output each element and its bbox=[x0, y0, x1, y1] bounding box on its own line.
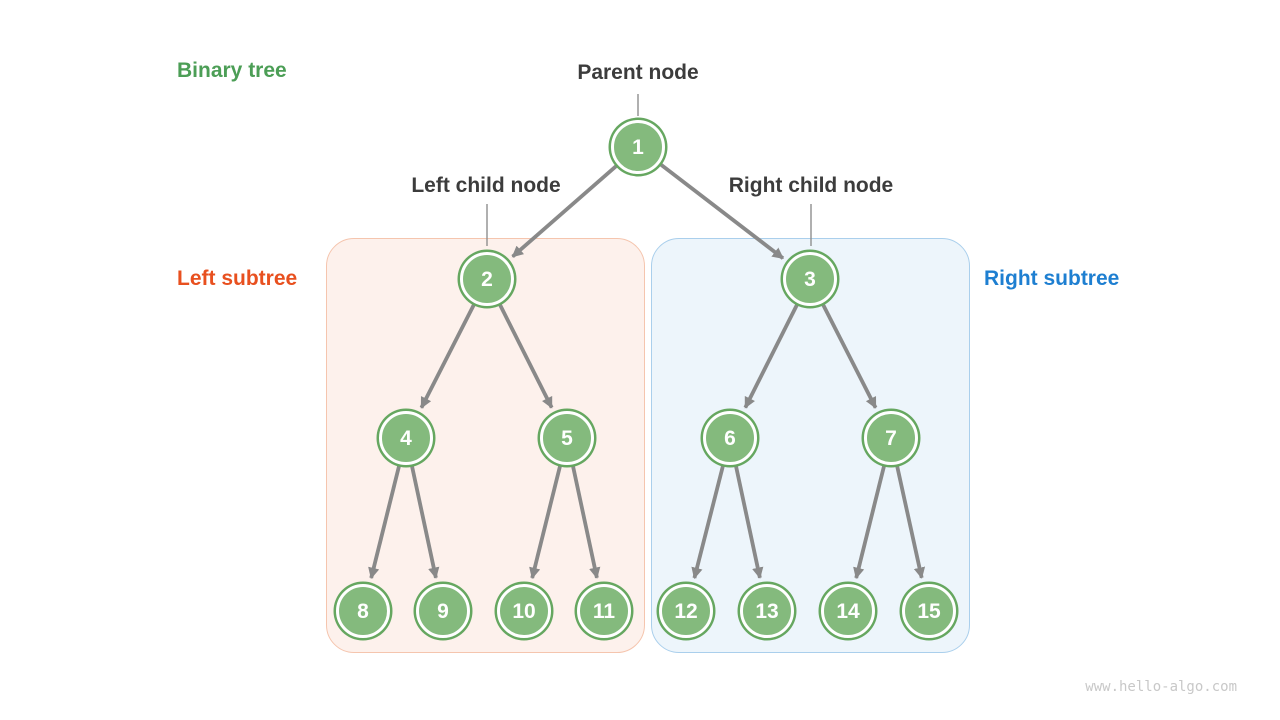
edge-1-3 bbox=[655, 160, 785, 260]
edge-7-15 bbox=[894, 460, 926, 579]
edge-5-11 bbox=[570, 461, 601, 579]
tree-node-12: 12 bbox=[659, 584, 713, 638]
tree-node-9: 9 bbox=[416, 584, 470, 638]
edge-7-14 bbox=[853, 460, 888, 580]
edge-4-9 bbox=[409, 461, 440, 579]
edge-3-6 bbox=[743, 299, 801, 409]
tree-node-7: 7 bbox=[864, 411, 918, 465]
edge-2-5 bbox=[496, 299, 554, 409]
edge-2-4 bbox=[419, 299, 478, 409]
tree-node-11: 11 bbox=[577, 584, 631, 638]
edge-1-2 bbox=[511, 161, 622, 259]
tree-node-4: 4 bbox=[379, 411, 433, 465]
edge-3-7 bbox=[819, 299, 878, 409]
edge-6-13 bbox=[733, 461, 764, 579]
tree-node-15: 15 bbox=[902, 584, 956, 638]
tree-node-10: 10 bbox=[497, 584, 551, 638]
tree-node-5: 5 bbox=[540, 411, 594, 465]
tree-node-14: 14 bbox=[821, 584, 875, 638]
edge-4-8 bbox=[368, 460, 403, 580]
tree-node-8: 8 bbox=[336, 584, 390, 638]
tree-node-3: 3 bbox=[783, 252, 837, 306]
tree-node-2: 2 bbox=[460, 252, 514, 306]
edge-6-12 bbox=[691, 460, 726, 580]
edge-5-10 bbox=[529, 460, 564, 580]
tree-node-6: 6 bbox=[703, 411, 757, 465]
tree-node-13: 13 bbox=[740, 584, 794, 638]
tree-node-1: 1 bbox=[611, 120, 665, 174]
